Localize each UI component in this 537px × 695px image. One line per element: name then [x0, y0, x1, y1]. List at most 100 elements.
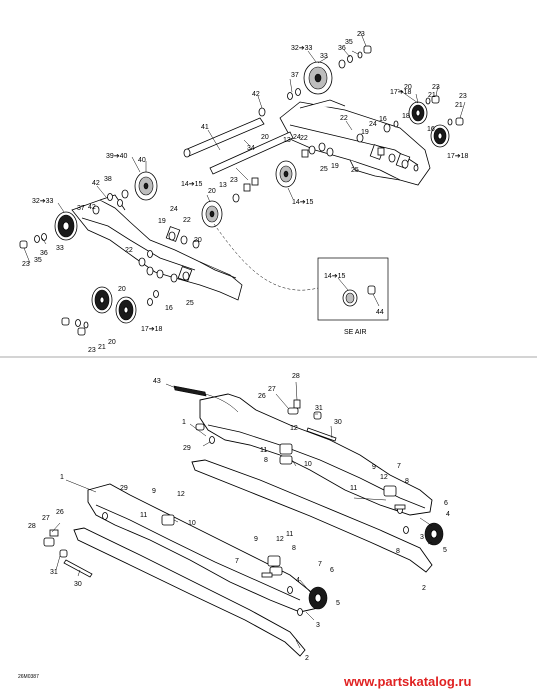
wheel-5-upper — [424, 522, 444, 546]
callout: 10 — [304, 461, 312, 468]
callout: 33 — [320, 53, 328, 60]
wheel-20-lower-1 — [91, 286, 113, 314]
callout: 27 — [42, 515, 50, 522]
se-air-label: SE AIR — [344, 329, 367, 336]
callout: 25 — [186, 300, 194, 307]
callout: 1 — [60, 474, 64, 481]
callout: 20 — [194, 237, 202, 244]
wheel-32-33-top — [303, 61, 333, 95]
callout: 4 — [446, 511, 450, 518]
callout: 43 — [153, 378, 161, 385]
callout: 20 — [118, 286, 126, 293]
callout: 31 — [50, 569, 58, 576]
long-bolts — [59, 411, 337, 578]
callout: 7 — [318, 561, 322, 568]
callout: 9 — [372, 464, 376, 471]
wheel-20-right-1 — [408, 101, 428, 125]
leader-lines-top — [23, 30, 466, 264]
callout: 30 — [334, 419, 342, 426]
callout: 35 — [345, 39, 353, 46]
callout: 23 — [22, 261, 30, 268]
rail-hardware — [43, 399, 409, 616]
hardware — [19, 45, 464, 336]
callout: 18 — [402, 113, 410, 120]
callout: 41 — [201, 124, 209, 131]
callout: 8 — [396, 548, 400, 555]
callout: 2 — [422, 585, 426, 592]
callout: 22 — [340, 115, 348, 122]
wheel-5-lower — [308, 586, 328, 610]
wheel-17-18-lower — [115, 296, 137, 324]
callout: 20 — [108, 339, 116, 346]
callout: 42 — [252, 91, 260, 98]
end-wheels — [308, 522, 444, 610]
callout: 34 — [247, 145, 255, 152]
callout: 17➔18 — [447, 153, 469, 160]
callout: 6 — [330, 567, 334, 574]
callouts-bottom: 43 28 27 26 31 30 1 12 29 8 11 10 9 7 12… — [28, 373, 450, 662]
callout: 22 — [125, 247, 133, 254]
callout: 30 — [74, 581, 82, 588]
callout: 28 — [292, 373, 300, 380]
callout: 40 — [138, 157, 146, 164]
callout: 8 — [264, 457, 268, 464]
callout: 31 — [315, 405, 323, 412]
rail-upper — [191, 393, 433, 573]
callout: 2 — [305, 655, 309, 662]
callout: 16 — [165, 305, 173, 312]
callout: 16 — [379, 116, 387, 123]
callout: 24 — [170, 206, 178, 213]
figure-code: 26M0387 — [18, 674, 39, 680]
wheel-39-40 — [134, 171, 158, 201]
callout: 27 — [268, 386, 276, 393]
callout: 24 — [293, 134, 301, 141]
callout: 32➔33 — [32, 198, 54, 205]
watermark-text: www.partskatalog.ru — [343, 674, 471, 689]
callout: 38 — [104, 176, 112, 183]
callout: 14➔15 — [181, 181, 203, 188]
cross-shafts — [183, 117, 294, 175]
callout: 28 — [28, 523, 36, 530]
callout: 23 — [88, 347, 96, 354]
callout: 23 — [432, 84, 440, 91]
callout: 29 — [183, 445, 191, 452]
callout: 1 — [182, 419, 186, 426]
callout: 12 — [290, 425, 298, 432]
callout: 22 — [183, 217, 191, 224]
callout: 21 — [98, 344, 106, 351]
se-air-link — [213, 223, 319, 291]
callout: 33 — [56, 245, 64, 252]
callout: 21 — [455, 102, 463, 109]
callout: 8 — [292, 545, 296, 552]
callout: 11 — [286, 531, 293, 538]
callout: 23 — [357, 31, 365, 38]
callout: 16 — [427, 126, 435, 133]
callout: 25 — [320, 166, 328, 173]
callout: 20 — [208, 188, 216, 195]
callouts-top: 32➔33 23 33 36 35 37 42 20 17➔18 23 21 2… — [22, 31, 469, 354]
callout: 37 — [77, 205, 85, 212]
callout: 13 — [283, 137, 291, 144]
callout: 4 — [296, 577, 300, 584]
callout: 20 — [261, 134, 269, 141]
callout: 37 — [291, 72, 299, 79]
wheel-14-15-mid — [201, 200, 223, 228]
cable-43 — [173, 385, 239, 413]
callout: 42 — [92, 180, 100, 187]
callout: 17➔18 — [141, 326, 163, 333]
callout: 7 — [235, 558, 239, 565]
callout: 24 — [369, 121, 377, 128]
callout: 44 — [376, 309, 384, 316]
rear-arm-frame — [279, 99, 431, 186]
callout: 7 — [397, 463, 401, 470]
idler-wheels — [54, 61, 450, 324]
callout: 9 — [152, 488, 156, 495]
callout: 3 — [316, 622, 320, 629]
callout: 17➔18 — [390, 89, 412, 96]
callout: 39➔40 — [106, 153, 128, 160]
callout: 12 — [380, 474, 388, 481]
callout: 10 — [188, 520, 196, 527]
callout: 36 — [338, 45, 346, 52]
callout: 20 — [404, 84, 412, 91]
callout: 19 — [158, 218, 166, 225]
